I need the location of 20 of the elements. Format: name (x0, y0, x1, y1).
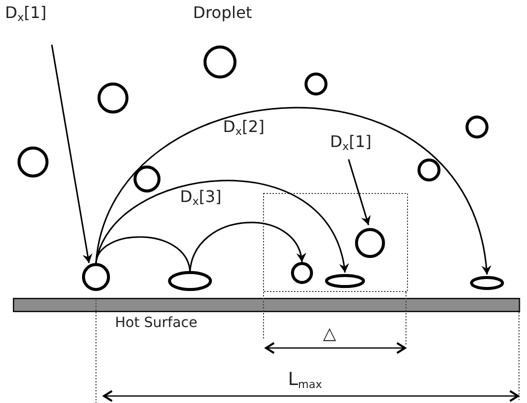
droplet-circle (291, 262, 313, 284)
droplet-label: D$_{x}$[2] (223, 118, 265, 138)
flattened-droplet (325, 274, 365, 288)
droplet-circle (355, 228, 385, 258)
droplet-label: D$_{x}$[3] (180, 188, 222, 208)
arrow (95, 180, 348, 273)
droplet-circle (82, 263, 110, 291)
caption-label: Droplet (193, 4, 252, 22)
surface-label: Hot Surface (115, 316, 198, 332)
flattened-droplet (168, 271, 212, 291)
trajectory-line (95, 236, 191, 272)
flattened-droplet (470, 276, 504, 290)
dimension-label: L$_{max}$ (288, 370, 322, 392)
arrow (348, 159, 371, 226)
arrow (51, 44, 92, 264)
arrow (95, 107, 490, 275)
arrow (189, 222, 305, 272)
droplet-label: D$_{x}$[1] (330, 133, 372, 154)
dimension-label: △ (323, 325, 336, 344)
droplet-label: D$_{x}$[1] (5, 4, 47, 24)
